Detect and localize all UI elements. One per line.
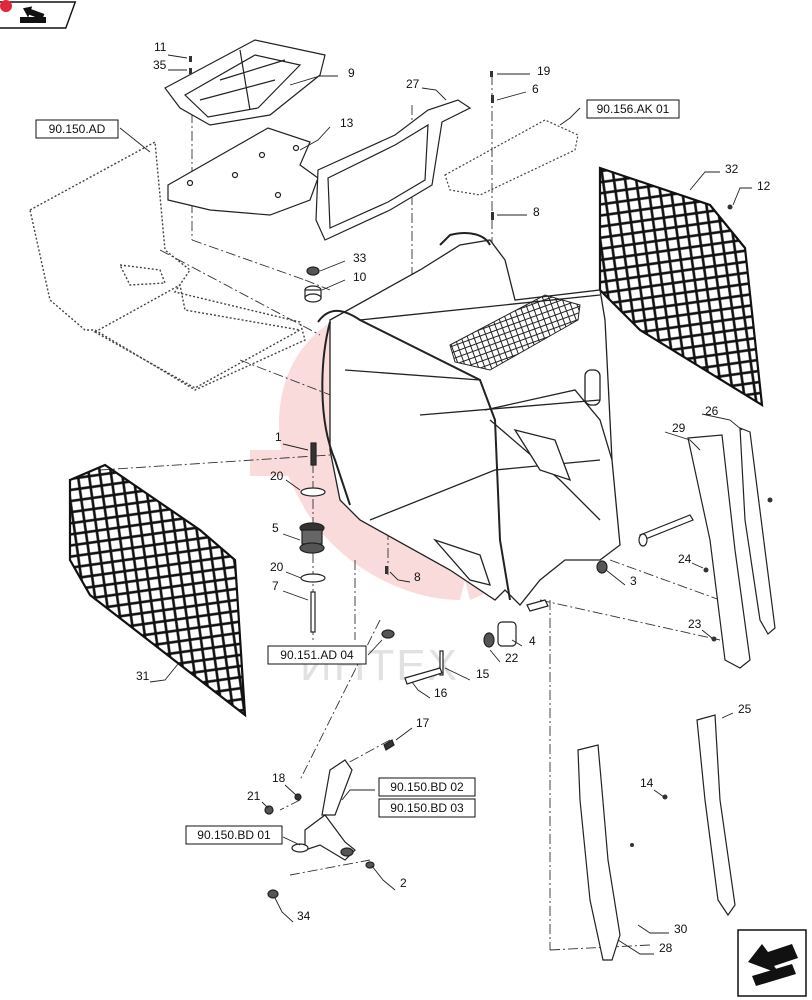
ref-box-label: 90.156.AK 01 <box>597 102 670 116</box>
ref-box-frame <box>35 119 119 139</box>
ref-box-label: 90.150.BD 01 <box>197 828 271 842</box>
ref-box-r-90-151-ad-04[interactable]: 90.151.AD 04 <box>267 645 367 665</box>
pivot-hardware <box>381 514 694 685</box>
callout-c1: 1 <box>275 430 282 444</box>
callout-c18: 18 <box>272 771 286 785</box>
nav-back-icon[interactable] <box>0 0 77 29</box>
side-trim-panels <box>687 427 776 669</box>
callout-c33: 33 <box>353 251 367 265</box>
ref-box-r-90-150-ad[interactable]: 90.150.AD <box>35 119 119 139</box>
ref-box-label: 90.150.AD <box>49 122 106 136</box>
callout-c5: 5 <box>272 521 279 535</box>
ref-box-label: 90.150.BD 03 <box>390 801 464 815</box>
ref-box-label: 90.150.BD 02 <box>390 780 464 794</box>
callout-c17: 17 <box>416 716 430 730</box>
callout-c9: 9 <box>348 66 355 80</box>
callout-c35: 35 <box>153 58 167 72</box>
front-screen <box>68 463 247 718</box>
callout-c20b: 20 <box>270 560 284 574</box>
callout-c20a: 20 <box>270 469 284 483</box>
ref-box-frame <box>185 825 283 845</box>
callout-c34: 34 <box>297 909 311 923</box>
lower-trim-panels <box>577 714 736 961</box>
cab-floor-plate <box>167 127 319 216</box>
ref-box-r-90-150-bd-02[interactable]: 90.150.BD 02 <box>378 777 476 797</box>
nav-next-icon[interactable] <box>737 929 807 997</box>
callout-c25: 25 <box>738 702 752 716</box>
callout-c29: 29 <box>672 421 686 435</box>
callout-c24: 24 <box>678 552 692 566</box>
ref-box-label: 90.151.AD 04 <box>280 648 354 662</box>
callout-c4: 4 <box>529 634 536 648</box>
callout-c8b: 8 <box>414 570 421 584</box>
callout-c26: 26 <box>705 404 719 418</box>
trim-screws <box>630 204 773 847</box>
ref-box-frame <box>378 777 476 797</box>
mount-hardware-stack <box>299 289 326 633</box>
callout-c13: 13 <box>340 116 354 130</box>
ref-box-frame <box>267 645 367 665</box>
cab-roof-mat <box>164 39 326 126</box>
ref-box-frame <box>378 798 476 818</box>
callout-c32: 32 <box>725 162 739 176</box>
callout-c12: 12 <box>757 179 771 193</box>
callout-c3: 3 <box>630 574 637 588</box>
callout-c21: 21 <box>247 789 261 803</box>
callout-c7: 7 <box>272 579 279 593</box>
callout-c28: 28 <box>659 941 673 955</box>
roof-grate <box>449 294 581 371</box>
strut-assembly <box>264 739 395 899</box>
callout-c16: 16 <box>434 686 448 700</box>
top-hardware <box>189 56 494 574</box>
callout-c8a: 8 <box>533 205 540 219</box>
callout-c31: 31 <box>136 669 150 683</box>
rear-screen <box>598 166 764 408</box>
callout-c14: 14 <box>640 776 654 790</box>
isolator-mount <box>304 266 322 303</box>
roof-window-dotted <box>444 119 579 196</box>
cab-side-panel <box>315 99 472 241</box>
callout-c30: 30 <box>674 922 688 936</box>
ref-box-r-90-150-bd-03[interactable]: 90.150.BD 03 <box>378 798 476 818</box>
ref-box-r-90-156-ak-01[interactable]: 90.156.AK 01 <box>586 99 680 119</box>
callout-c6: 6 <box>532 82 539 96</box>
ref-box-frame <box>586 99 680 119</box>
callout-c19: 19 <box>537 64 551 78</box>
callout-c22: 22 <box>505 651 519 665</box>
callout-c23: 23 <box>688 617 702 631</box>
callout-c27: 27 <box>406 77 420 91</box>
reference-boxes: 90.150.AD 90.156.AK 01 90.151.AD 04 90.150.… <box>35 99 680 845</box>
callout-c10: 10 <box>353 270 367 284</box>
leader-lines <box>119 54 752 955</box>
callout-c11: 11 <box>154 40 167 54</box>
floor-plate-dotted <box>29 140 306 391</box>
ref-box-r-90-150-bd-01[interactable]: 90.150.BD 01 <box>185 825 283 845</box>
callout-c2: 2 <box>400 876 407 890</box>
callout-c15: 15 <box>476 667 490 681</box>
